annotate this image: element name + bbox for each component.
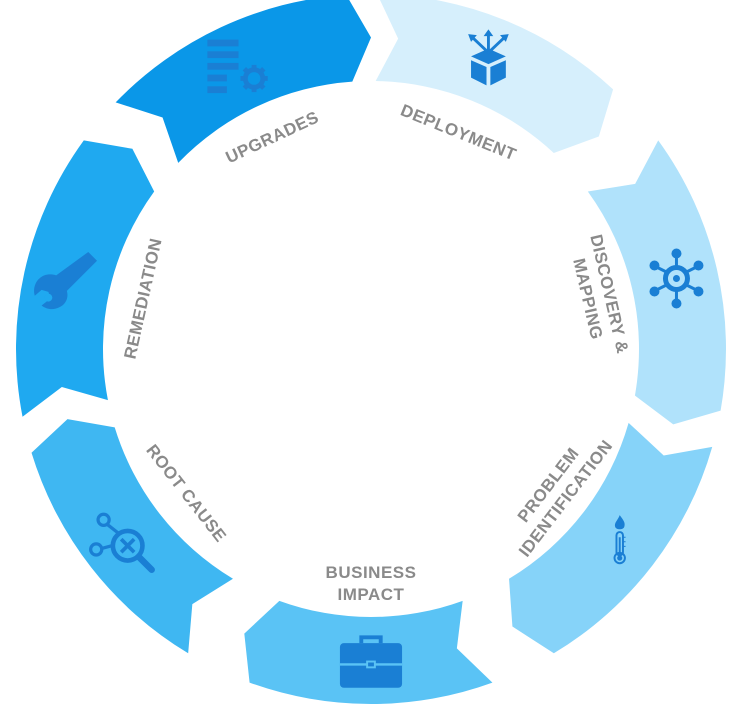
label-line: BUSINESS: [326, 563, 417, 582]
label-line: REMEDIATION: [120, 236, 165, 360]
segment-remediation: [15, 140, 155, 417]
briefcase-icon: [340, 637, 402, 687]
segment-discovery-and-mapping: [587, 140, 726, 425]
label-business-impact: BUSINESS IMPACT: [326, 563, 417, 604]
segment-root-cause: [31, 419, 233, 654]
label-line: IMPACT: [338, 585, 405, 604]
segment-problem-identification: [509, 422, 713, 654]
label-remediation: REMEDIATION: [120, 236, 165, 360]
